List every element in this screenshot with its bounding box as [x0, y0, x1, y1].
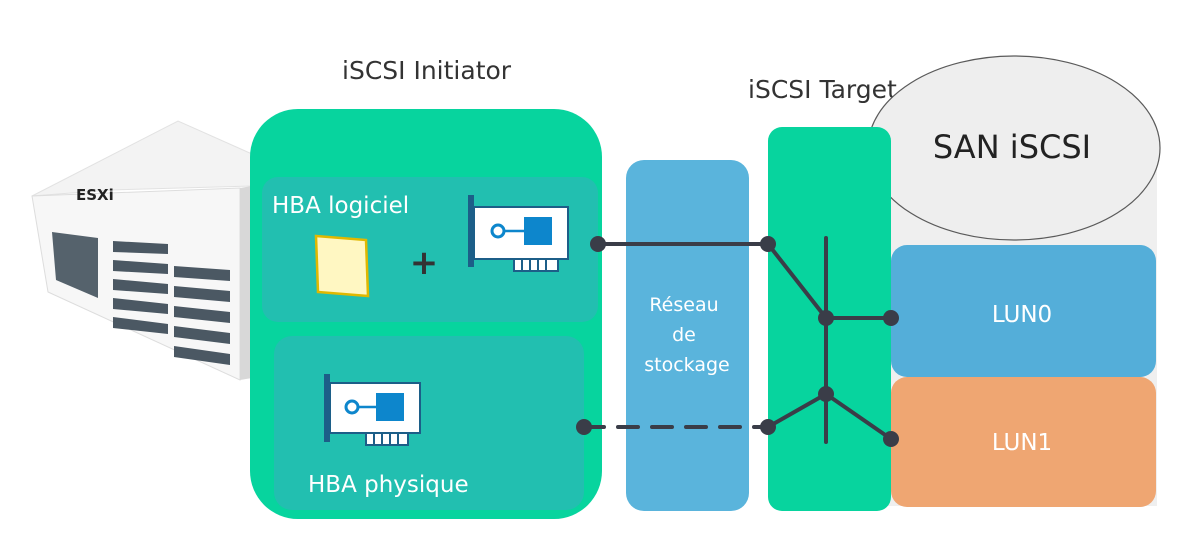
storage-network-bar: Réseau de stockage	[626, 160, 749, 511]
node-target-top	[760, 236, 776, 252]
node-trunk-upper	[818, 310, 834, 326]
software-hba-label: HBA logiciel	[272, 193, 409, 219]
svg-text:Réseau de stockage: Réseau de stockage	[644, 294, 729, 376]
lun1-block: LUN1	[891, 377, 1156, 507]
lun1-label: LUN1	[992, 430, 1052, 456]
node-trunk-lower	[818, 386, 834, 402]
node-software-hba	[590, 236, 606, 252]
top-diagonal	[766, 242, 828, 320]
connection-lines	[582, 236, 893, 444]
esxi-label: ESXi	[76, 186, 114, 204]
plus-sign: +	[410, 243, 439, 283]
physical-hba-panel: HBA physique	[274, 336, 584, 510]
network-label-line1: Réseau	[649, 294, 718, 316]
software-hba-panel: HBA logiciel +	[262, 177, 598, 322]
target-title: iSCSI Target	[748, 75, 897, 104]
node-target-bottom	[760, 419, 776, 435]
esxi-server-icon: ESXi	[31, 120, 253, 381]
san-label: SAN iSCSI	[933, 128, 1091, 166]
lun1-link	[824, 392, 893, 441]
lun0-block: LUN0	[891, 245, 1156, 377]
node-physical-hba	[576, 419, 592, 435]
network-label-line3: stockage	[644, 354, 729, 376]
software-driver-icon	[314, 234, 370, 298]
lun0-label: LUN0	[992, 302, 1052, 328]
physical-hba-label: HBA physique	[308, 472, 469, 498]
node-lun1	[883, 431, 899, 447]
connection-nodes	[576, 236, 899, 447]
initiator-title: iSCSI Initiator	[342, 56, 512, 85]
network-label-line2: de	[672, 324, 696, 346]
node-lun0	[883, 310, 899, 326]
san-iscsi-ellipse: SAN iSCSI	[867, 55, 1161, 241]
bottom-diagonal	[766, 392, 828, 429]
network-card-icon	[468, 195, 569, 272]
hba-card-icon	[324, 374, 421, 446]
